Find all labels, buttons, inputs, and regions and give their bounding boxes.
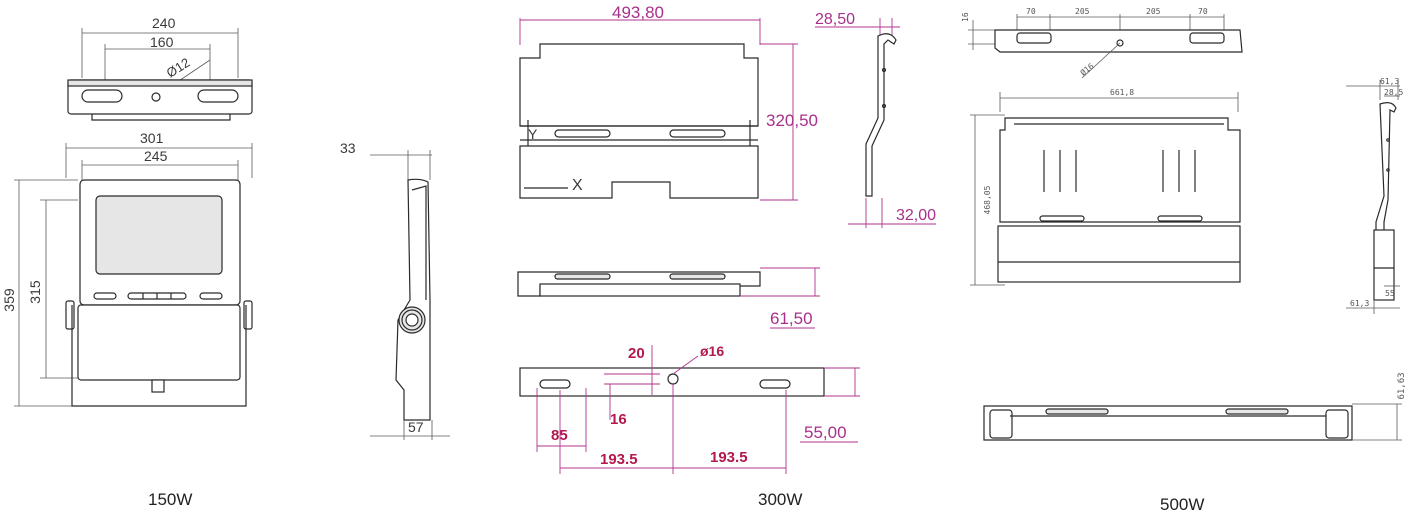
dim-301: 301 bbox=[140, 130, 164, 146]
top-view-150w: 240 160 Ø12 bbox=[67, 15, 253, 121]
dim-28-50: 28,50 bbox=[815, 11, 855, 28]
dim-20: 20 bbox=[628, 345, 645, 362]
side-profile-300w: 28,50 32,00 bbox=[815, 11, 936, 228]
model-label-500w: 500W bbox=[1160, 495, 1204, 514]
model-label-150w: 150W bbox=[148, 490, 192, 509]
dim-28-5: 28,5 bbox=[1384, 88, 1403, 97]
dim-468-05: 468,05 bbox=[983, 185, 992, 214]
dim-61-3-bottom: 61,3 bbox=[1350, 299, 1369, 308]
dim-hole-16-500: Ø16 bbox=[1078, 61, 1096, 78]
model-500w-drawing: 16 70 205 205 70 Ø16 661,8 4 bbox=[961, 7, 1407, 441]
model-label-300w: 300W bbox=[758, 490, 802, 509]
dim-hole-12: Ø12 bbox=[164, 55, 193, 81]
dim-493-80: 493,80 bbox=[612, 3, 664, 22]
dim-245: 245 bbox=[144, 148, 168, 164]
profile-view-300w: 61,50 bbox=[517, 267, 820, 329]
dim-55-00: 55,00 bbox=[804, 423, 847, 442]
dim-193-5-b: 193.5 bbox=[710, 449, 748, 466]
dim-320-50: 320,50 bbox=[766, 111, 818, 130]
dim-hole-16-300: ø16 bbox=[700, 343, 724, 359]
top-view-500w: 16 70 205 205 70 Ø16 bbox=[961, 7, 1243, 79]
model-150w-drawing: 240 160 Ø12 301 245 bbox=[1, 15, 253, 407]
dim-240: 240 bbox=[152, 15, 176, 31]
dim-55-500: 55 bbox=[1385, 289, 1395, 298]
dim-193-5-a: 193.5 bbox=[600, 451, 638, 468]
dim-61-3-top: 61,3 bbox=[1380, 77, 1399, 86]
dim-359: 359 bbox=[1, 288, 17, 312]
dim-33: 33 bbox=[340, 140, 356, 156]
front-view-150w: 301 245 359 315 bbox=[1, 130, 253, 407]
top-view-300w: 493,80 320,50 Y X bbox=[519, 3, 818, 201]
dim-61-50: 61,50 bbox=[770, 309, 813, 328]
axis-x: X bbox=[572, 177, 583, 194]
bracket-view-300w: 55,00 20 16 ø16 85 193.5 193.5 bbox=[519, 343, 860, 474]
side-view-500w: 61,3 28,5 55 61,3 bbox=[1346, 77, 1403, 314]
dim-661-8: 661,8 bbox=[1110, 88, 1134, 97]
dim-16-top: 16 bbox=[961, 12, 970, 22]
dim-57: 57 bbox=[408, 419, 424, 435]
profile-view-500w: 61,63 bbox=[983, 372, 1407, 441]
model-300w-drawing: 493,80 320,50 Y X 28,50 bbox=[517, 3, 936, 474]
dim-315: 315 bbox=[27, 280, 43, 304]
dim-160: 160 bbox=[150, 34, 174, 50]
dim-32-00: 32,00 bbox=[896, 207, 936, 224]
dim-70-a: 70 bbox=[1026, 7, 1036, 16]
dim-61-63: 61,63 bbox=[1397, 372, 1407, 399]
dim-70-b: 70 bbox=[1198, 7, 1208, 16]
dim-16: 16 bbox=[610, 411, 627, 428]
dim-205-a: 205 bbox=[1075, 7, 1090, 16]
axis-y: Y bbox=[528, 126, 538, 142]
dim-205-b: 205 bbox=[1146, 7, 1161, 16]
front-view-500w: 661,8 468,05 bbox=[970, 88, 1241, 286]
dim-85: 85 bbox=[551, 427, 568, 444]
side-view-150w: 33 57 bbox=[340, 140, 450, 440]
